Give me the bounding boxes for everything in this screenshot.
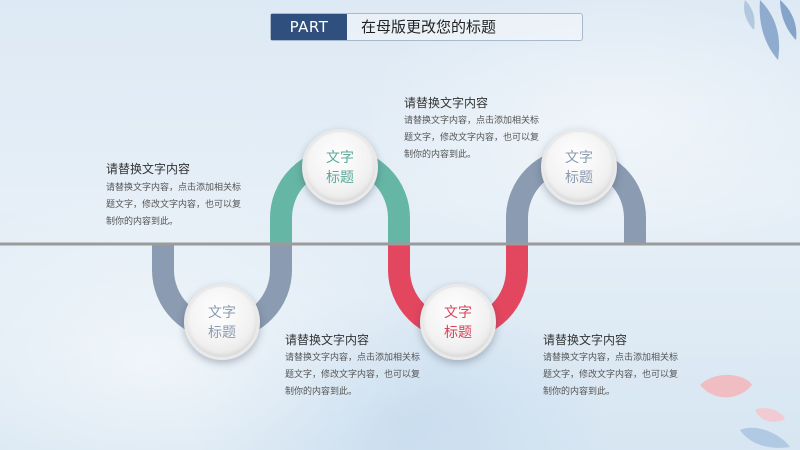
node-1-label: 文字 标题 — [208, 305, 236, 341]
node-1: 文字 标题 — [184, 284, 260, 360]
page-title: 在母版更改您的标题 — [361, 18, 497, 36]
node-2: 文字 标题 — [302, 129, 378, 205]
part-label: PART — [271, 14, 347, 40]
node-4-label: 文字 标题 — [565, 150, 593, 186]
desc-3-body: 请替换文字内容，点击添加相关标题文字，修改文字内容，也可以复制你的内容到此。 — [285, 353, 421, 397]
node-3-label: 文字 标题 — [444, 305, 472, 341]
leaf-decoration-icon — [744, 0, 797, 60]
node-4: 文字 标题 — [541, 129, 617, 205]
desc-1-title: 请替换文字内容 — [106, 162, 191, 176]
node-2-label: 文字 标题 — [326, 150, 354, 186]
node-3: 文字 标题 — [420, 284, 496, 360]
desc-4-title: 请替换文字内容 — [543, 333, 628, 347]
petal-decoration-icon — [700, 374, 790, 448]
desc-4-body: 请替换文字内容，点击添加相关标题文字，修改文字内容，也可以复制你的内容到此。 — [543, 353, 679, 397]
desc-1-body: 请替换文字内容，点击添加相关标题文字，修改文字内容，也可以复制你的内容到此。 — [106, 183, 242, 227]
desc-2-title: 请替换文字内容 — [404, 96, 489, 110]
desc-2-body: 请替换文字内容，点击添加相关标题文字，修改文字内容，也可以复制你的内容到此。 — [404, 116, 540, 160]
desc-3-title: 请替换文字内容 — [285, 333, 370, 347]
title-bar: PART 在母版更改您的标题 — [270, 13, 583, 41]
